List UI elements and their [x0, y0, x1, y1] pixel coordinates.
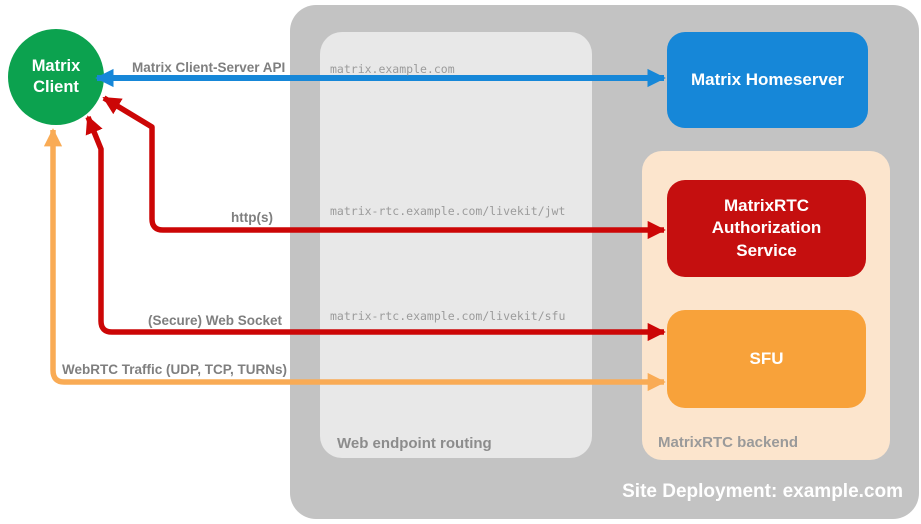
https-label: http(s)	[231, 210, 273, 225]
matrix-homeserver-node: Matrix Homeserver	[667, 32, 868, 128]
matrix-client-node: Matrix Client	[8, 29, 104, 125]
webrtc-traffic-label: WebRTC Traffic (UDP, TCP, TURNs)	[62, 362, 288, 377]
sfu-node: SFU	[667, 310, 866, 408]
secure-websocket-label: (Secure) Web Socket	[148, 313, 283, 328]
livekit-jwt-route-url: matrix-rtc.example.com/livekit/jwt	[330, 204, 566, 218]
matrixrtc-authorization-service-label: MatrixRTC Authorization Service	[711, 196, 822, 260]
matrix-homeserver-label: Matrix Homeserver	[690, 69, 845, 89]
web-endpoint-routing-caption: Web endpoint routing	[337, 435, 492, 452]
client-server-api-label: Matrix Client-Server API	[132, 60, 286, 75]
matrix-client-label: Matrix Client	[31, 57, 81, 96]
sfu-label: SFU	[749, 348, 784, 368]
matrixrtc-authorization-service-node: MatrixRTC Authorization Service	[667, 180, 866, 277]
site-deployment-caption: Site Deployment: example.com	[622, 481, 903, 502]
matrixrtc-backend-caption: MatrixRTC backend	[658, 434, 799, 451]
web-endpoint-routing-panel	[320, 32, 592, 458]
livekit-sfu-route-url: matrix-rtc.example.com/livekit/sfu	[330, 309, 566, 323]
homeserver-route-url: matrix.example.com	[330, 62, 455, 76]
